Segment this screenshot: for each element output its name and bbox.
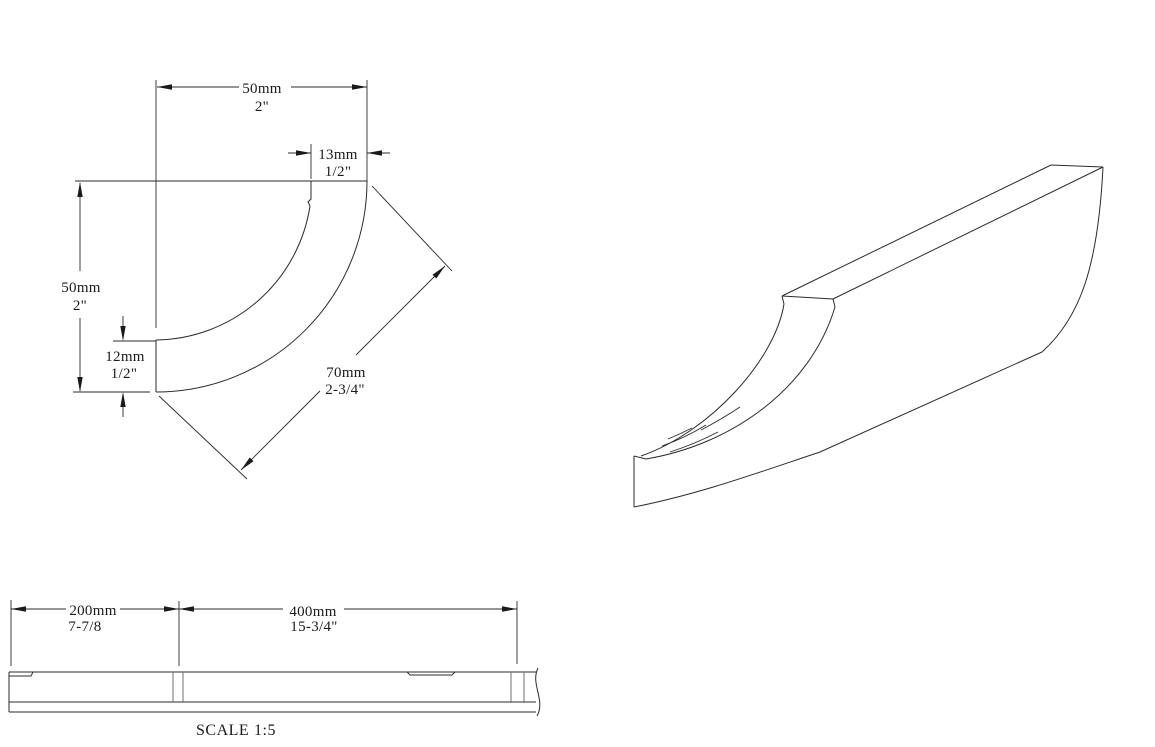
iso-end-face-top-edge bbox=[633, 455, 647, 460]
ext-line-diagonal-upper bbox=[371, 185, 453, 272]
dim-top-flat-imperial: 1/2" bbox=[325, 164, 352, 180]
side-elevation-view: 200mm 7-7/8 400mm 15-3/4" SCALE 1:5 bbox=[8, 600, 541, 739]
strip-break-line bbox=[535, 667, 541, 717]
strip-joint-marks-right bbox=[510, 672, 525, 703]
iso-quirk-steps bbox=[781, 295, 836, 308]
dim-overall-height-imperial: 2" bbox=[73, 298, 87, 314]
strip-joint-marks-left bbox=[172, 672, 184, 702]
dim-end-face-metric: 12mm bbox=[105, 349, 145, 365]
dim-right-segment-imperial: 15-3/4" bbox=[290, 619, 337, 635]
arrowhead-down-icon bbox=[77, 377, 83, 392]
arrowhead-right-icon bbox=[352, 84, 367, 90]
dim-right-segment: 400mm 15-3/4" bbox=[179, 604, 517, 635]
iso-top-face-far-end bbox=[1050, 164, 1104, 168]
dim-overall-height: 50mm 2" bbox=[61, 182, 101, 392]
profile-section-view: 50mm 2" 13mm 1/2" 50mm 2" bbox=[61, 80, 453, 480]
dim-face-diagonal-imperial: 2-3/4" bbox=[325, 382, 365, 398]
profile-outline bbox=[75, 180, 368, 393]
dim-face-diagonal-metric: 70mm bbox=[326, 365, 366, 381]
arrowhead-left-icon bbox=[11, 606, 26, 612]
ext-line-diagonal-lower bbox=[158, 395, 248, 480]
dim-top-flat-metric: 13mm bbox=[318, 147, 358, 163]
arrowhead-down-icon bbox=[120, 326, 126, 341]
dim-overall-height-metric: 50mm bbox=[61, 280, 101, 296]
profile-inner-cove-curve bbox=[155, 205, 311, 341]
iso-top-face-near-end bbox=[781, 295, 834, 300]
iso-cove-near-curve bbox=[645, 306, 836, 460]
profile-quirk-step bbox=[307, 181, 312, 207]
elevation-strip bbox=[8, 667, 541, 717]
strip-right-notch bbox=[406, 671, 456, 676]
arrowhead-left-icon bbox=[157, 84, 172, 90]
dim-end-face: 12mm 1/2" bbox=[105, 316, 145, 417]
arrowhead-right-icon bbox=[164, 606, 179, 612]
scale-ratio: 1:5 bbox=[254, 722, 276, 739]
arrowhead-right-icon bbox=[502, 606, 517, 612]
arrowhead-upright-icon bbox=[432, 266, 445, 279]
iso-3d-view bbox=[633, 164, 1104, 508]
dim-top-flat: 13mm 1/2" bbox=[288, 147, 390, 180]
scale-word: SCALE bbox=[196, 722, 249, 739]
iso-far-end-outer-arc bbox=[1041, 166, 1104, 353]
dim-left-segment-imperial: 7-7/8 bbox=[68, 619, 101, 635]
iso-cove-surface-marks bbox=[661, 406, 741, 453]
dim-face-diagonal: 70mm 2-3/4" bbox=[240, 265, 446, 471]
dim-overall-width: 50mm 2" bbox=[157, 81, 367, 115]
scale-label: SCALE 1:5 bbox=[196, 722, 276, 739]
arrowhead-up-icon bbox=[77, 182, 83, 197]
iso-bottom-edge bbox=[633, 351, 1043, 508]
dim-left-segment-metric: 200mm bbox=[69, 603, 116, 619]
iso-top-face-near-edge bbox=[832, 166, 1104, 300]
dim-end-face-imperial: 1/2" bbox=[111, 366, 138, 382]
arrowhead-downleft-icon bbox=[241, 457, 254, 470]
dim-line-diagonal bbox=[240, 265, 446, 471]
dim-overall-width-metric: 50mm bbox=[242, 81, 282, 97]
dim-right-segment-metric: 400mm bbox=[289, 604, 336, 620]
profile-outer-curve bbox=[155, 180, 368, 393]
dim-left-segment: 200mm 7-7/8 bbox=[11, 603, 179, 635]
arrowhead-up-icon bbox=[120, 392, 126, 407]
strip-left-notch bbox=[9, 671, 34, 677]
profile-extension-lines bbox=[73, 80, 453, 480]
arrowhead-right-icon bbox=[296, 150, 311, 156]
arrowhead-left-icon bbox=[367, 150, 382, 156]
iso-cove-far-curve bbox=[640, 303, 785, 457]
iso-top-face-far-edge bbox=[781, 164, 1052, 297]
dim-overall-width-imperial: 2" bbox=[255, 99, 269, 115]
arrowhead-left-icon bbox=[179, 606, 194, 612]
elevation-extension-lines bbox=[10, 600, 518, 666]
